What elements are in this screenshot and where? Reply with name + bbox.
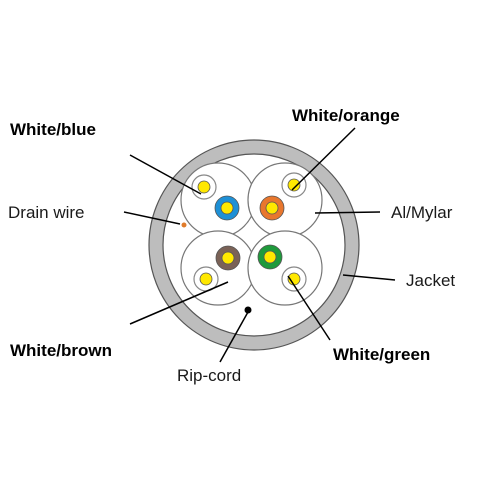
orange-core <box>265 201 279 215</box>
pair-shield-orange <box>247 162 323 238</box>
leader-white-orange <box>291 127 356 191</box>
blue-core <box>220 201 234 215</box>
label-white-green: White/green <box>333 345 430 364</box>
leader-lines <box>123 127 396 363</box>
jacket-ring <box>149 140 359 350</box>
leader-drain-wire <box>123 211 181 225</box>
brown-core <box>221 251 235 265</box>
jacket-inner-edge <box>162 153 346 337</box>
leader-white-green <box>287 275 331 341</box>
jacket-outer-edge <box>148 139 360 351</box>
pair-shield-green <box>247 230 323 306</box>
label-drain-wire: Drain wire <box>8 203 85 222</box>
green-core <box>263 250 277 264</box>
rip-cord-dot <box>244 306 252 314</box>
label-white-brown: White/brown <box>10 341 112 360</box>
label-jacket: Jacket <box>406 271 455 290</box>
white-brown-core <box>199 272 213 286</box>
leader-white-brown <box>129 281 229 325</box>
white-orange-core <box>287 178 301 192</box>
label-rip-cord: Rip-cord <box>177 366 241 385</box>
leader-rip-cord <box>219 311 249 363</box>
leader-jacket <box>342 274 396 281</box>
drain-wire-dot <box>181 222 187 228</box>
pair-shield-brown <box>180 230 256 306</box>
label-white-blue: White/blue <box>10 120 96 139</box>
label-white-orange: White/orange <box>292 106 400 125</box>
leader-white-blue <box>129 154 202 195</box>
white-blue-core <box>197 180 211 194</box>
label-al-mylar: Al/Mylar <box>391 203 453 222</box>
leader-al-mylar <box>314 211 381 214</box>
